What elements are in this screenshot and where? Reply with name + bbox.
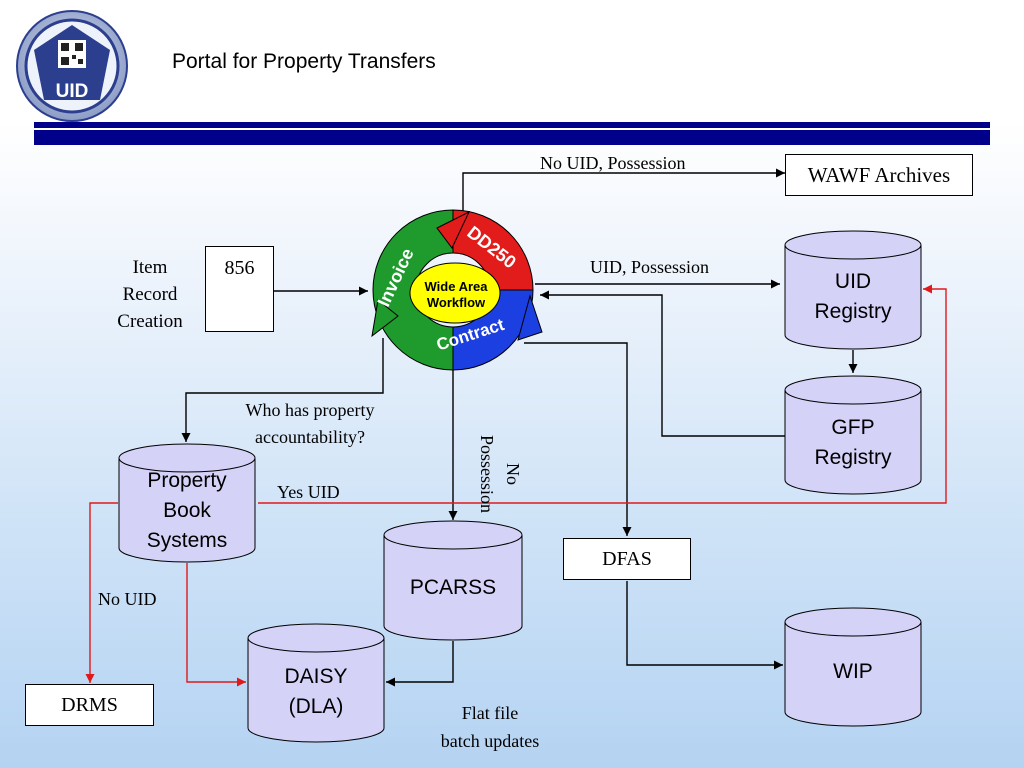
uid-logo: UID — [16, 10, 128, 122]
connector-yes-uid — [258, 284, 947, 504]
yes-uid-label: Yes UID — [277, 482, 340, 502]
database-uid-registry — [784, 230, 922, 350]
gfp-registry-label: GFP Registry — [814, 416, 892, 469]
database-property-book — [118, 443, 256, 563]
flat-file-label: Flat file batch updates — [440, 703, 540, 751]
daisy-label: DAISY (DLA) — [284, 665, 348, 718]
connector-no-uid-drms — [85, 502, 118, 683]
item-record-creation-label: Item Record Creation — [117, 257, 183, 332]
no-uid-possession-label: No UID, Possession — [540, 153, 686, 173]
dfas-box: DFAS — [563, 538, 691, 580]
document-856: 856 — [205, 246, 274, 332]
wawf-archives-box: WAWF Archives — [785, 154, 973, 196]
hub-center-line1: Wide Area — [425, 279, 489, 294]
wide-area-workflow-hub: Wide Area Workflow Invoice DD250 Contrac… — [371, 209, 543, 371]
wawf-archives-label: WAWF Archives — [807, 162, 951, 187]
database-pcarss — [383, 520, 523, 641]
drms-label: DRMS — [61, 693, 118, 716]
document-856-label: 856 — [224, 257, 255, 279]
no-uid-label: No UID — [98, 589, 157, 609]
database-gfp-registry — [784, 375, 922, 495]
wip-label: WIP — [833, 660, 873, 683]
database-daisy — [247, 623, 385, 743]
no-possession-label: No Possession — [477, 434, 523, 514]
connector-gfp-hub — [540, 290, 785, 437]
logo-text: UID — [56, 81, 89, 102]
accountability-question-label: Who has property accountability? — [245, 400, 375, 447]
database-wip — [784, 607, 922, 727]
page-title: Portal for Property Transfers — [172, 50, 436, 73]
property-book-label: Property Book Systems — [146, 469, 228, 552]
connector-pcarss-daisy — [386, 641, 454, 687]
connector-dfas-wip — [626, 581, 783, 670]
uid-registry-label: UID Registry — [814, 270, 892, 323]
connector-hub-property-book — [181, 338, 384, 442]
connector-hub-dfas — [524, 342, 632, 536]
pcarss-label: PCARSS — [409, 576, 497, 599]
header-divider — [34, 122, 990, 128]
uid-possession-label: UID, Possession — [590, 257, 710, 277]
connector-hub-wawf — [462, 168, 785, 212]
hub-center-line2: Workflow — [427, 295, 486, 310]
dfas-label: DFAS — [602, 547, 652, 570]
connector-property-daisy — [186, 563, 246, 687]
drms-box: DRMS — [25, 684, 154, 726]
